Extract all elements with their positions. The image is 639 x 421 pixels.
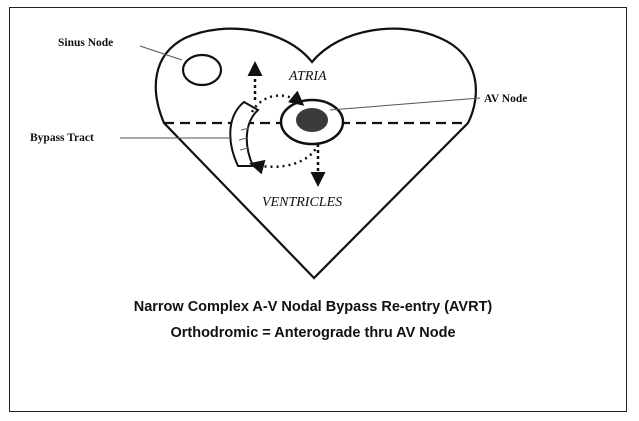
reentry-loop-lower [252, 144, 318, 167]
av-node-core [296, 108, 328, 132]
atria-label: ATRIA [288, 69, 327, 84]
av-node-leader [330, 98, 480, 110]
bypass-tract-label: Bypass Tract [30, 132, 94, 144]
sinus-node-label: Sinus Node [58, 37, 113, 49]
sinus-node-shape [183, 55, 221, 85]
av-node-label: AV Node [484, 93, 527, 105]
sinus-node-leader [140, 46, 182, 60]
caption-line-2: Orthodromic = Anterograde thru AV Node [170, 325, 455, 341]
bypass-tract-shape [230, 102, 258, 166]
caption-line-1: Narrow Complex A-V Nodal Bypass Re-entry… [134, 299, 493, 315]
ventricles-label: VENTRICLES [262, 195, 342, 210]
